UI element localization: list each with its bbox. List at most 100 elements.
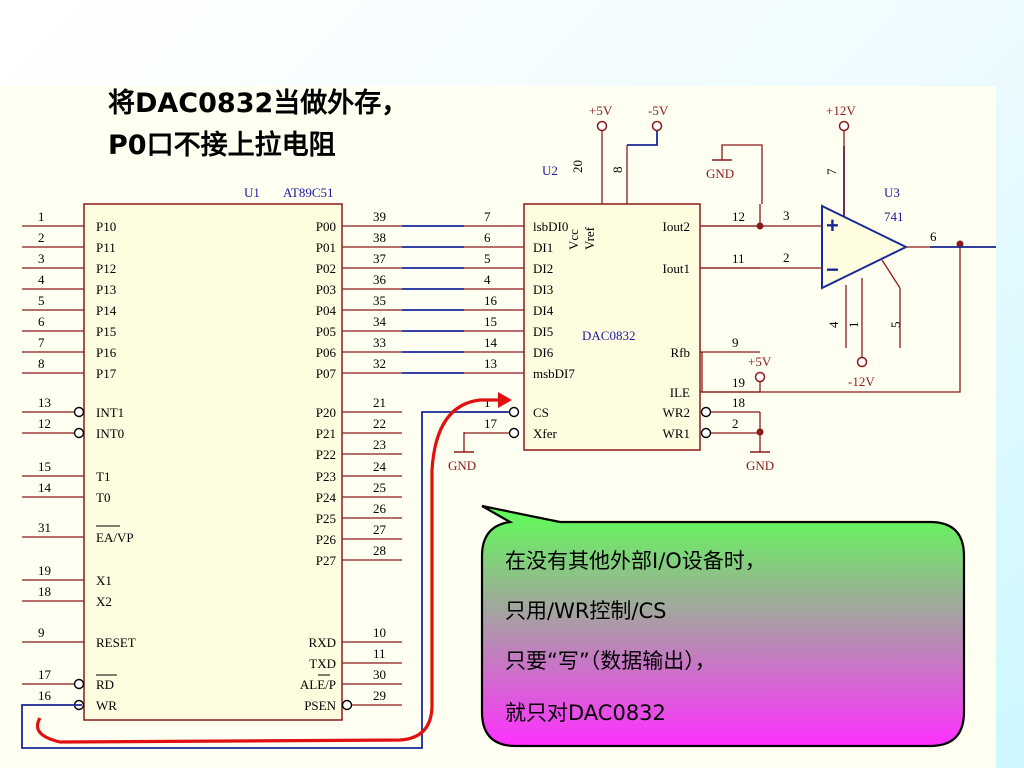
- u1-pin-name: P10: [96, 219, 116, 234]
- u1-pin-num: 32: [373, 356, 386, 371]
- u1-pin-name: P27: [316, 553, 337, 568]
- callout-line1: 在没有其他外部I/O设备时，: [505, 549, 766, 573]
- chip-u1: U1 AT89C51 1P102P113P124P135P146P157P168…: [22, 185, 402, 721]
- u2-pin-name: DI6: [533, 345, 554, 360]
- opamp-minus-sign: −: [826, 257, 839, 282]
- u1-pin-num: 14: [38, 480, 52, 495]
- highlight-arrowhead: [498, 392, 512, 408]
- u2-vref-pin-num: 8: [610, 167, 625, 174]
- u3-pin6-num: 6: [930, 229, 937, 244]
- chip-u2-ref: U2: [542, 163, 558, 178]
- u2-pin-num: 17: [484, 416, 498, 431]
- opamp-u3-ref: U3: [884, 185, 900, 200]
- u2-pin-num: 1: [484, 395, 491, 410]
- gnd-wr: GND: [746, 412, 774, 473]
- u1-pin-num: 31: [38, 520, 51, 535]
- u1-pin-name: P00: [316, 219, 336, 234]
- u1-pin-name: X2: [96, 594, 112, 609]
- u1-pin-name: P11: [96, 240, 116, 255]
- u1-pin-name: T0: [96, 490, 110, 505]
- u1-pin-num: 22: [373, 416, 386, 431]
- u3-pin3-num: 3: [783, 208, 790, 223]
- u1-pin-bubble-29: [341, 699, 353, 711]
- u2-pin-num: 12: [732, 209, 745, 224]
- u1-pin-name: ALE/P: [300, 677, 336, 692]
- u2-vcc-pin-num: 20: [570, 160, 585, 173]
- u2-pin-name: msbDI7: [533, 366, 575, 381]
- u1-pin-num: 34: [373, 314, 387, 329]
- u2-pin-num: 15: [484, 314, 497, 329]
- u2-pin-num: 18: [732, 395, 745, 410]
- u2-pin-name: WR2: [663, 405, 690, 420]
- u2-pin-num: 4: [484, 272, 491, 287]
- plus5v-ile-label: +5V: [748, 354, 772, 369]
- u1-pin-name: INT0: [96, 426, 124, 441]
- u1-pin-num: 16: [38, 688, 52, 703]
- u1-pin-name: RD: [96, 677, 114, 692]
- gnd-top-label: GND: [706, 166, 734, 181]
- u1-pin-num: 27: [373, 522, 387, 537]
- u1-pin-num: 13: [38, 395, 51, 410]
- u1-pin-name: P17: [96, 366, 117, 381]
- wr-cs-highlight: [35, 398, 500, 744]
- u1-pin-bubble-13: [73, 406, 85, 418]
- u2-pin-name: Iout1: [663, 261, 690, 276]
- u1-pin-num: 25: [373, 480, 386, 495]
- u2-pin-num: 5: [484, 251, 491, 266]
- power-plus5v-top: +5V: [589, 103, 613, 132]
- u2-pin-num: 7: [484, 209, 491, 224]
- u1-pin-num: 21: [373, 395, 386, 410]
- u1-pin-name: T1: [96, 469, 110, 484]
- u2-pin-num: 9: [732, 335, 739, 350]
- u3-pin1-num: 1: [846, 322, 861, 329]
- callout-line3: 只要“写”（数据输出），: [505, 649, 716, 673]
- u1-pin-name: RESET: [96, 635, 136, 650]
- u2-pin-name: Xfer: [533, 426, 557, 441]
- u2-pin-name: lsbDI0: [533, 219, 568, 234]
- callout-line4: 就只对DAC0832: [505, 701, 666, 725]
- u2-pin-num: 11: [732, 251, 745, 266]
- u1-pin-name: P07: [316, 366, 337, 381]
- u1-pin-name: P26: [316, 532, 337, 547]
- u2-pin-name: DI2: [533, 261, 553, 276]
- u1-pin-num: 17: [38, 667, 52, 682]
- u1-pin-bubble-17: [73, 678, 85, 690]
- u1-pin-num: 2: [38, 230, 45, 245]
- u2-pin-bubble-18: [700, 406, 712, 418]
- chip-u2-body: [523, 203, 701, 451]
- u3-pin5-num: 5: [888, 322, 903, 329]
- u1-pin-name: PSEN: [304, 698, 336, 713]
- u1-pin-num: 3: [38, 251, 45, 266]
- u1-pin-name: P22: [316, 447, 336, 462]
- chip-u1-body: [83, 203, 343, 721]
- u3-pin7-num: 7: [824, 168, 839, 175]
- u1-pin-num: 8: [38, 356, 45, 371]
- u2-pin-name: CS: [533, 405, 549, 420]
- u1-pin-num: 10: [373, 625, 386, 640]
- u2-pin-num: 14: [484, 335, 498, 350]
- u1-pin-num: 36: [373, 272, 387, 287]
- chip-u1-left-pins: 1P102P113P124P135P146P157P168P1713INT112…: [22, 209, 136, 713]
- u2-pin-name: Rfb: [671, 345, 691, 360]
- gnd-xfer-label: GND: [448, 458, 476, 473]
- u1-pin-bubble-12: [73, 427, 85, 439]
- u2-pin-num: 13: [484, 356, 497, 371]
- u1-pin-name: P20: [316, 405, 336, 420]
- u1-pin-name: X1: [96, 573, 112, 588]
- opamp-u3: U3 741 + − 3 2 6 +12V 7 -12V 4 1 5: [701, 103, 996, 393]
- u2-pin-bubble-1: [508, 406, 520, 418]
- data-bus: [402, 225, 464, 374]
- u1-pin-num: 23: [373, 437, 386, 452]
- opamp-u3-body: [821, 204, 909, 290]
- u1-pin-name: P21: [316, 426, 336, 441]
- u1-pin-num: 6: [38, 314, 45, 329]
- u2-vref-pin-name: Vref: [582, 226, 597, 250]
- opamp-u3-part: 741: [884, 209, 904, 224]
- u1-pin-name: P03: [316, 282, 336, 297]
- chip-u2-part: DAC0832: [582, 328, 635, 343]
- minus12v-label: -12V: [848, 374, 875, 389]
- power-minus5v: -5V: [627, 103, 669, 146]
- minus5v-label: -5V: [648, 103, 669, 118]
